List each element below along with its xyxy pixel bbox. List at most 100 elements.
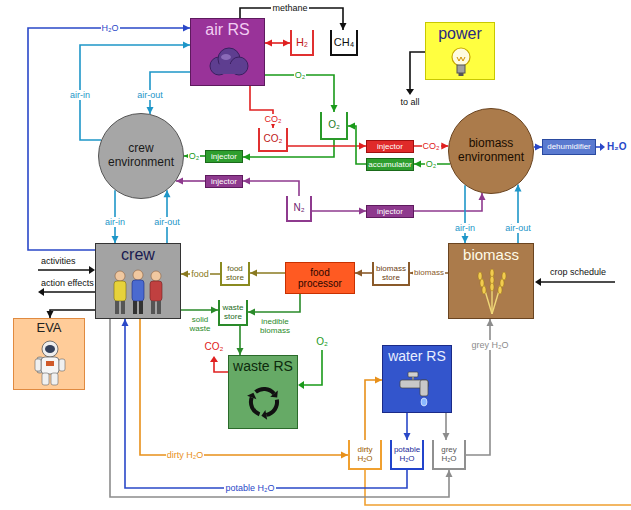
edge-label: CO₂: [264, 114, 283, 124]
arrowhead: [250, 270, 257, 277]
arrowhead: [404, 433, 411, 440]
edge-label: air-in: [104, 217, 126, 227]
arrowhead: [112, 236, 119, 243]
input-arrow: [541, 281, 615, 283]
storage-tank: dirty H₂O: [348, 440, 382, 470]
edge-label: grey H₂O: [470, 340, 509, 350]
node-label: N₂: [293, 202, 304, 214]
storage-tank: food store: [220, 262, 250, 286]
connector-line: [248, 294, 300, 312]
environment-circle: biomass environment: [448, 108, 534, 194]
subsystem-box: water RS: [382, 345, 452, 413]
node-label: injector: [377, 207, 403, 216]
storage-tank: potable H₂O: [390, 440, 424, 470]
bulb-icon: [450, 46, 472, 78]
node-label: injector: [211, 177, 237, 186]
arrowhead: [211, 307, 218, 314]
edge-label: air-in: [454, 223, 476, 233]
valve-box: dehumidifier: [542, 139, 596, 155]
connector-line: [365, 380, 382, 440]
wheat-icon: [469, 268, 515, 314]
subsystem-box: crew: [95, 243, 181, 319]
node-label: accumulator: [368, 160, 412, 169]
arrowhead: [122, 319, 129, 326]
edge-label: air-out: [504, 223, 532, 233]
connector: [265, 75, 338, 112]
edge-label: inedible biomass: [250, 317, 300, 335]
output-arrow: [596, 146, 600, 148]
connector-line: [517, 184, 519, 243]
arrowhead: [375, 377, 382, 384]
node-label: waste store: [221, 303, 245, 321]
edge-label: solid waste: [183, 315, 217, 333]
recycle-icon: [242, 380, 286, 424]
annotation: O₂: [315, 336, 329, 348]
faucet-icon: [398, 370, 438, 408]
arrowhead: [414, 161, 421, 168]
connector: [443, 413, 450, 440]
node-label: biomass store: [375, 264, 407, 282]
process-box: food processor: [285, 262, 355, 294]
edge-label: methane: [271, 3, 308, 13]
connector: [140, 319, 348, 459]
node-label: crew environment: [107, 142, 175, 170]
subsystem-box: air RS: [190, 18, 265, 86]
connector: [355, 270, 372, 277]
box-title: waste RS: [233, 358, 293, 374]
box-title: water RS: [388, 348, 446, 364]
edge-label: air-in: [69, 90, 91, 100]
cloud-icon: [206, 45, 250, 81]
edge-label: potable H₂O: [224, 483, 275, 493]
node-label: injector: [377, 142, 403, 151]
node-label: CH₄: [334, 36, 354, 49]
valve-box: injector: [205, 150, 243, 163]
arrowhead: [38, 288, 44, 296]
node-label: food processor: [288, 267, 352, 290]
arrowhead: [487, 319, 494, 326]
connector-line: [243, 181, 299, 196]
connector: [181, 307, 218, 314]
connector-line: [265, 75, 334, 112]
arrowhead: [210, 356, 218, 362]
input-arrow: [304, 350, 322, 385]
connector-line: [288, 145, 366, 147]
connector: [248, 294, 300, 316]
arrowhead: [341, 452, 348, 459]
node-label: potable H₂O: [393, 445, 421, 463]
connector: [122, 319, 408, 488]
connector: [312, 208, 366, 215]
storage-tank: biomass store: [372, 262, 410, 286]
storage-tank: grey H₂O: [432, 440, 466, 470]
valve-box: injector: [366, 205, 414, 218]
annotation: action effects: [40, 278, 95, 288]
node-label: dehumidifier: [547, 142, 591, 151]
node-label: O₂: [328, 119, 340, 131]
node-label: injector: [211, 152, 237, 161]
connector: [243, 178, 299, 197]
arrowhead: [359, 208, 366, 215]
edge-label: food: [190, 269, 210, 279]
edge-label: CO₂: [422, 141, 441, 151]
box-title: power: [438, 25, 482, 43]
box-title: crew: [121, 246, 155, 264]
connector: [365, 377, 382, 441]
box-title: air RS: [205, 21, 249, 39]
connector-line: [125, 319, 407, 488]
box-title: EVA: [36, 321, 61, 336]
node-label: food store: [223, 264, 247, 282]
arrowhead: [359, 143, 366, 150]
arrowhead: [298, 381, 304, 389]
annotation: activities: [40, 256, 77, 266]
arrowhead: [340, 23, 347, 30]
storage-tank: N₂: [286, 196, 312, 222]
connector: [348, 123, 366, 165]
edge-label: O₂: [294, 70, 307, 80]
connector-line: [28, 28, 190, 250]
arrowhead: [183, 25, 190, 32]
connector-line: [140, 319, 348, 455]
arrowhead: [243, 178, 250, 185]
arrowhead: [331, 105, 338, 112]
edge-label: O₂: [425, 159, 438, 169]
astronaut-icon: [32, 339, 68, 387]
